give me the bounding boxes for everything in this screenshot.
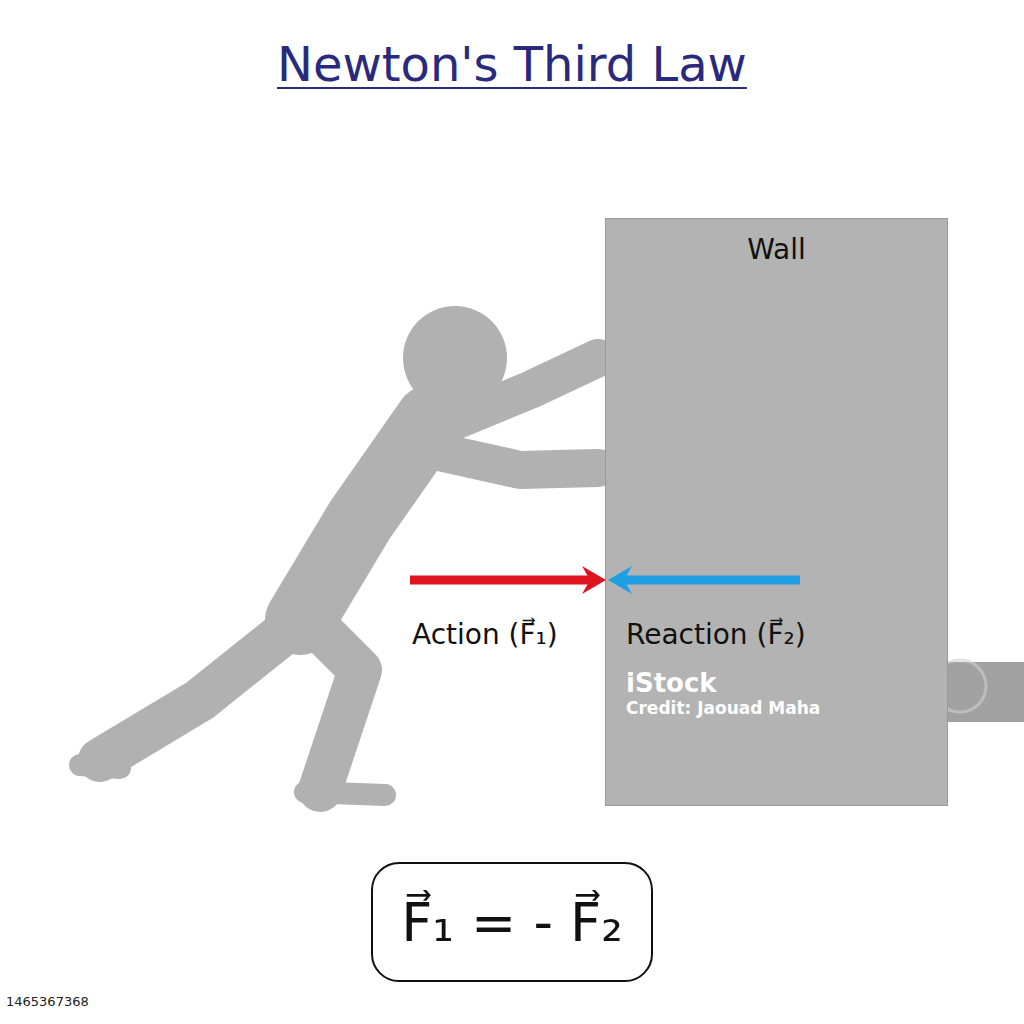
back-leg bbox=[100, 620, 300, 760]
watermark-credit: Credit: Jaouad Maha bbox=[626, 698, 820, 718]
person-silhouette bbox=[80, 358, 598, 795]
wall-text: Wall bbox=[606, 219, 947, 266]
watermark-brand: iStock bbox=[626, 668, 717, 698]
front-leg bbox=[310, 620, 360, 790]
reaction-label: Reaction (F⃗₂) bbox=[626, 618, 806, 651]
action-arrow bbox=[410, 576, 590, 585]
title: Newton's Third Law bbox=[277, 36, 747, 92]
equation-box-text: F⃗₁ = - F⃗₂ bbox=[401, 891, 623, 954]
front-foot bbox=[305, 792, 385, 795]
action-arrowhead bbox=[582, 566, 606, 594]
lower-arm bbox=[430, 450, 598, 470]
equation-box: F⃗₁ = - F⃗₂ bbox=[371, 862, 653, 982]
torso bbox=[300, 420, 430, 620]
person-head bbox=[403, 306, 507, 410]
image-id: 1465367368 bbox=[6, 994, 89, 1009]
action-label: Action (F⃗₁) bbox=[412, 618, 558, 651]
back-foot bbox=[80, 765, 120, 768]
id-patch bbox=[0, 990, 100, 1014]
